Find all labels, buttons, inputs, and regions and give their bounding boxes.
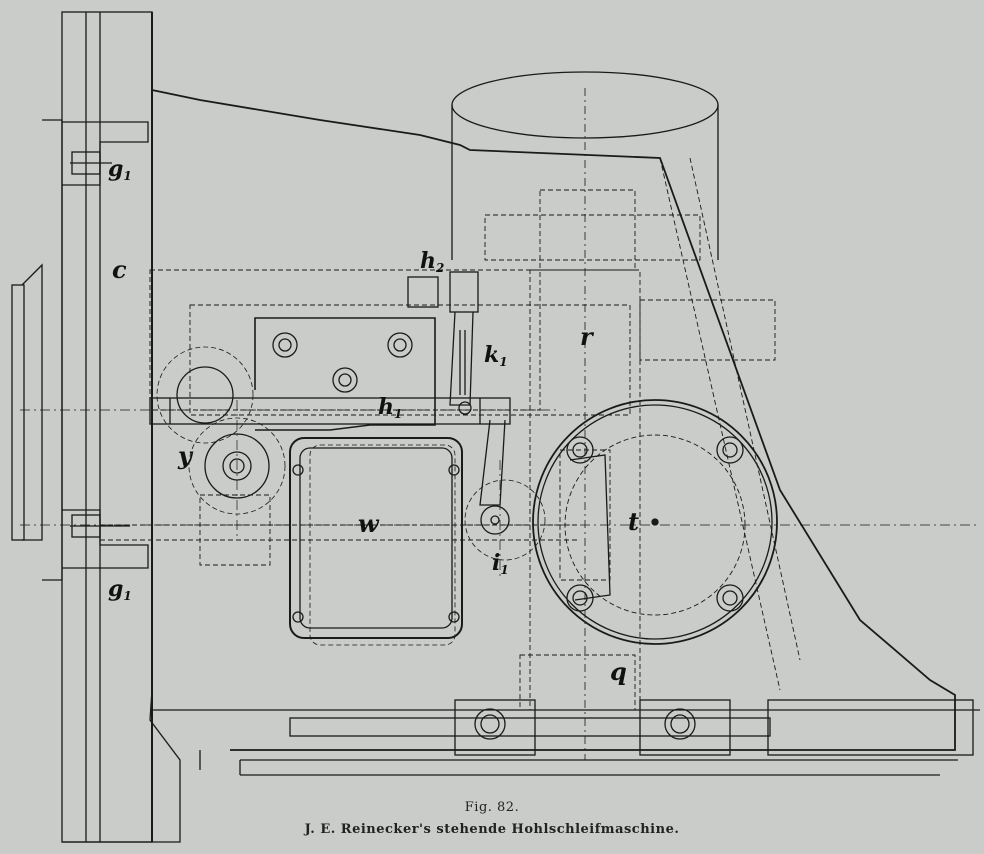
label-y: y bbox=[177, 441, 194, 470]
label-i1: i1 bbox=[492, 550, 509, 577]
label-q: q bbox=[610, 657, 627, 686]
figure-title: J. E. Reinecker's stehende Hohlschleifma… bbox=[304, 822, 680, 837]
cylinder bbox=[451, 71, 719, 760]
base-slide bbox=[289, 699, 974, 756]
label-t: t bbox=[628, 507, 639, 536]
label-h2: h2 bbox=[420, 248, 444, 275]
figure-number: Fig. 82. bbox=[464, 800, 520, 815]
bracket-plate bbox=[254, 317, 436, 431]
centerlines bbox=[20, 400, 980, 580]
label-k1: k1 bbox=[484, 342, 508, 369]
bracket-top bbox=[62, 121, 149, 186]
bracket-bottom bbox=[62, 509, 149, 569]
shaft-h1 bbox=[149, 346, 511, 444]
label-h1: h1 bbox=[378, 394, 402, 421]
label-g1-bottom: g1 bbox=[108, 576, 132, 603]
label-w: w bbox=[358, 509, 380, 538]
cover-w bbox=[289, 437, 463, 646]
label-c: c bbox=[112, 255, 127, 284]
label-r: r bbox=[580, 322, 595, 351]
link-k1 bbox=[407, 271, 546, 561]
machine-column bbox=[11, 11, 153, 843]
machine-body bbox=[62, 89, 980, 843]
hidden-lines bbox=[100, 157, 801, 711]
label-g1-top: g1 bbox=[108, 156, 132, 183]
labels: g1 c h2 k1 r h1 y w i1 t g1 q bbox=[108, 156, 639, 686]
disc-t bbox=[532, 399, 778, 645]
